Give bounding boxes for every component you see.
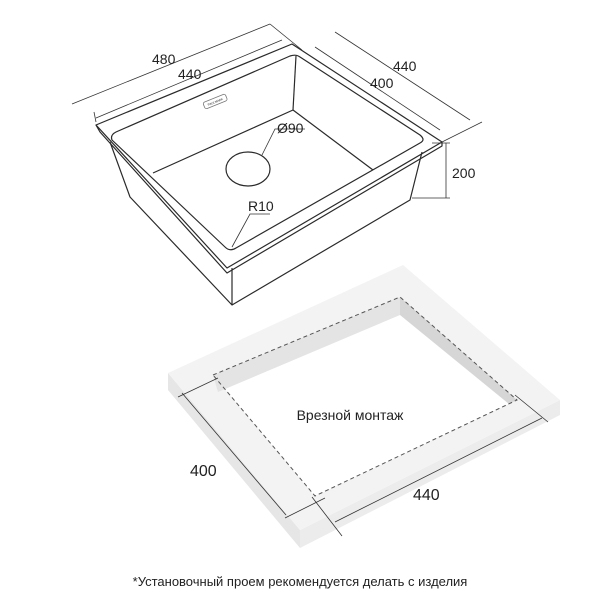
dim-line-400-cutout [181,392,287,516]
countertop-slab: Врезной монтаж 400 440 [168,265,560,548]
dim-440-depth-label: 440 [393,58,417,74]
cutout-dashed-outline [212,296,518,497]
drain-leader [261,128,305,156]
corner-radius-label: R10 [248,198,274,214]
dim-200-label: 200 [452,165,476,181]
cutout-right-wall [400,297,517,404]
cutout-400-label: 400 [190,463,217,480]
mount-type-label: Врезной монтаж [297,407,404,423]
bowl-back-corner [292,55,297,111]
logo-text: PAULMARK [207,97,224,107]
footnote: *Установочный проем рекомендуется делать… [133,574,468,589]
logo-plate [202,93,228,110]
sink-rim-thickness [95,124,443,274]
cutout-back-wall [213,297,400,392]
sink-dimensions: 480 440 440 400 200 Ø90 R10 [71,23,483,248]
radius-leader [231,213,270,248]
dim-400-depth-label: 400 [370,75,394,91]
dim-line-480 [71,23,271,105]
drain-hole [225,151,271,187]
dim-line-440-depth [334,31,471,121]
drain-diameter-label: Ø90 [277,120,304,136]
dim-line-440-width [95,39,283,119]
dim-line-440-cutout [334,417,543,523]
dim-line-400-depth [314,46,441,131]
bowl-opening [110,54,424,251]
cutout-440-label: 440 [413,487,440,504]
dim-440-width-label: 440 [178,66,202,82]
bowl-floor-back-edges [152,109,374,174]
dim-480-label: 480 [152,51,176,67]
slab-front-left-face [168,373,300,548]
